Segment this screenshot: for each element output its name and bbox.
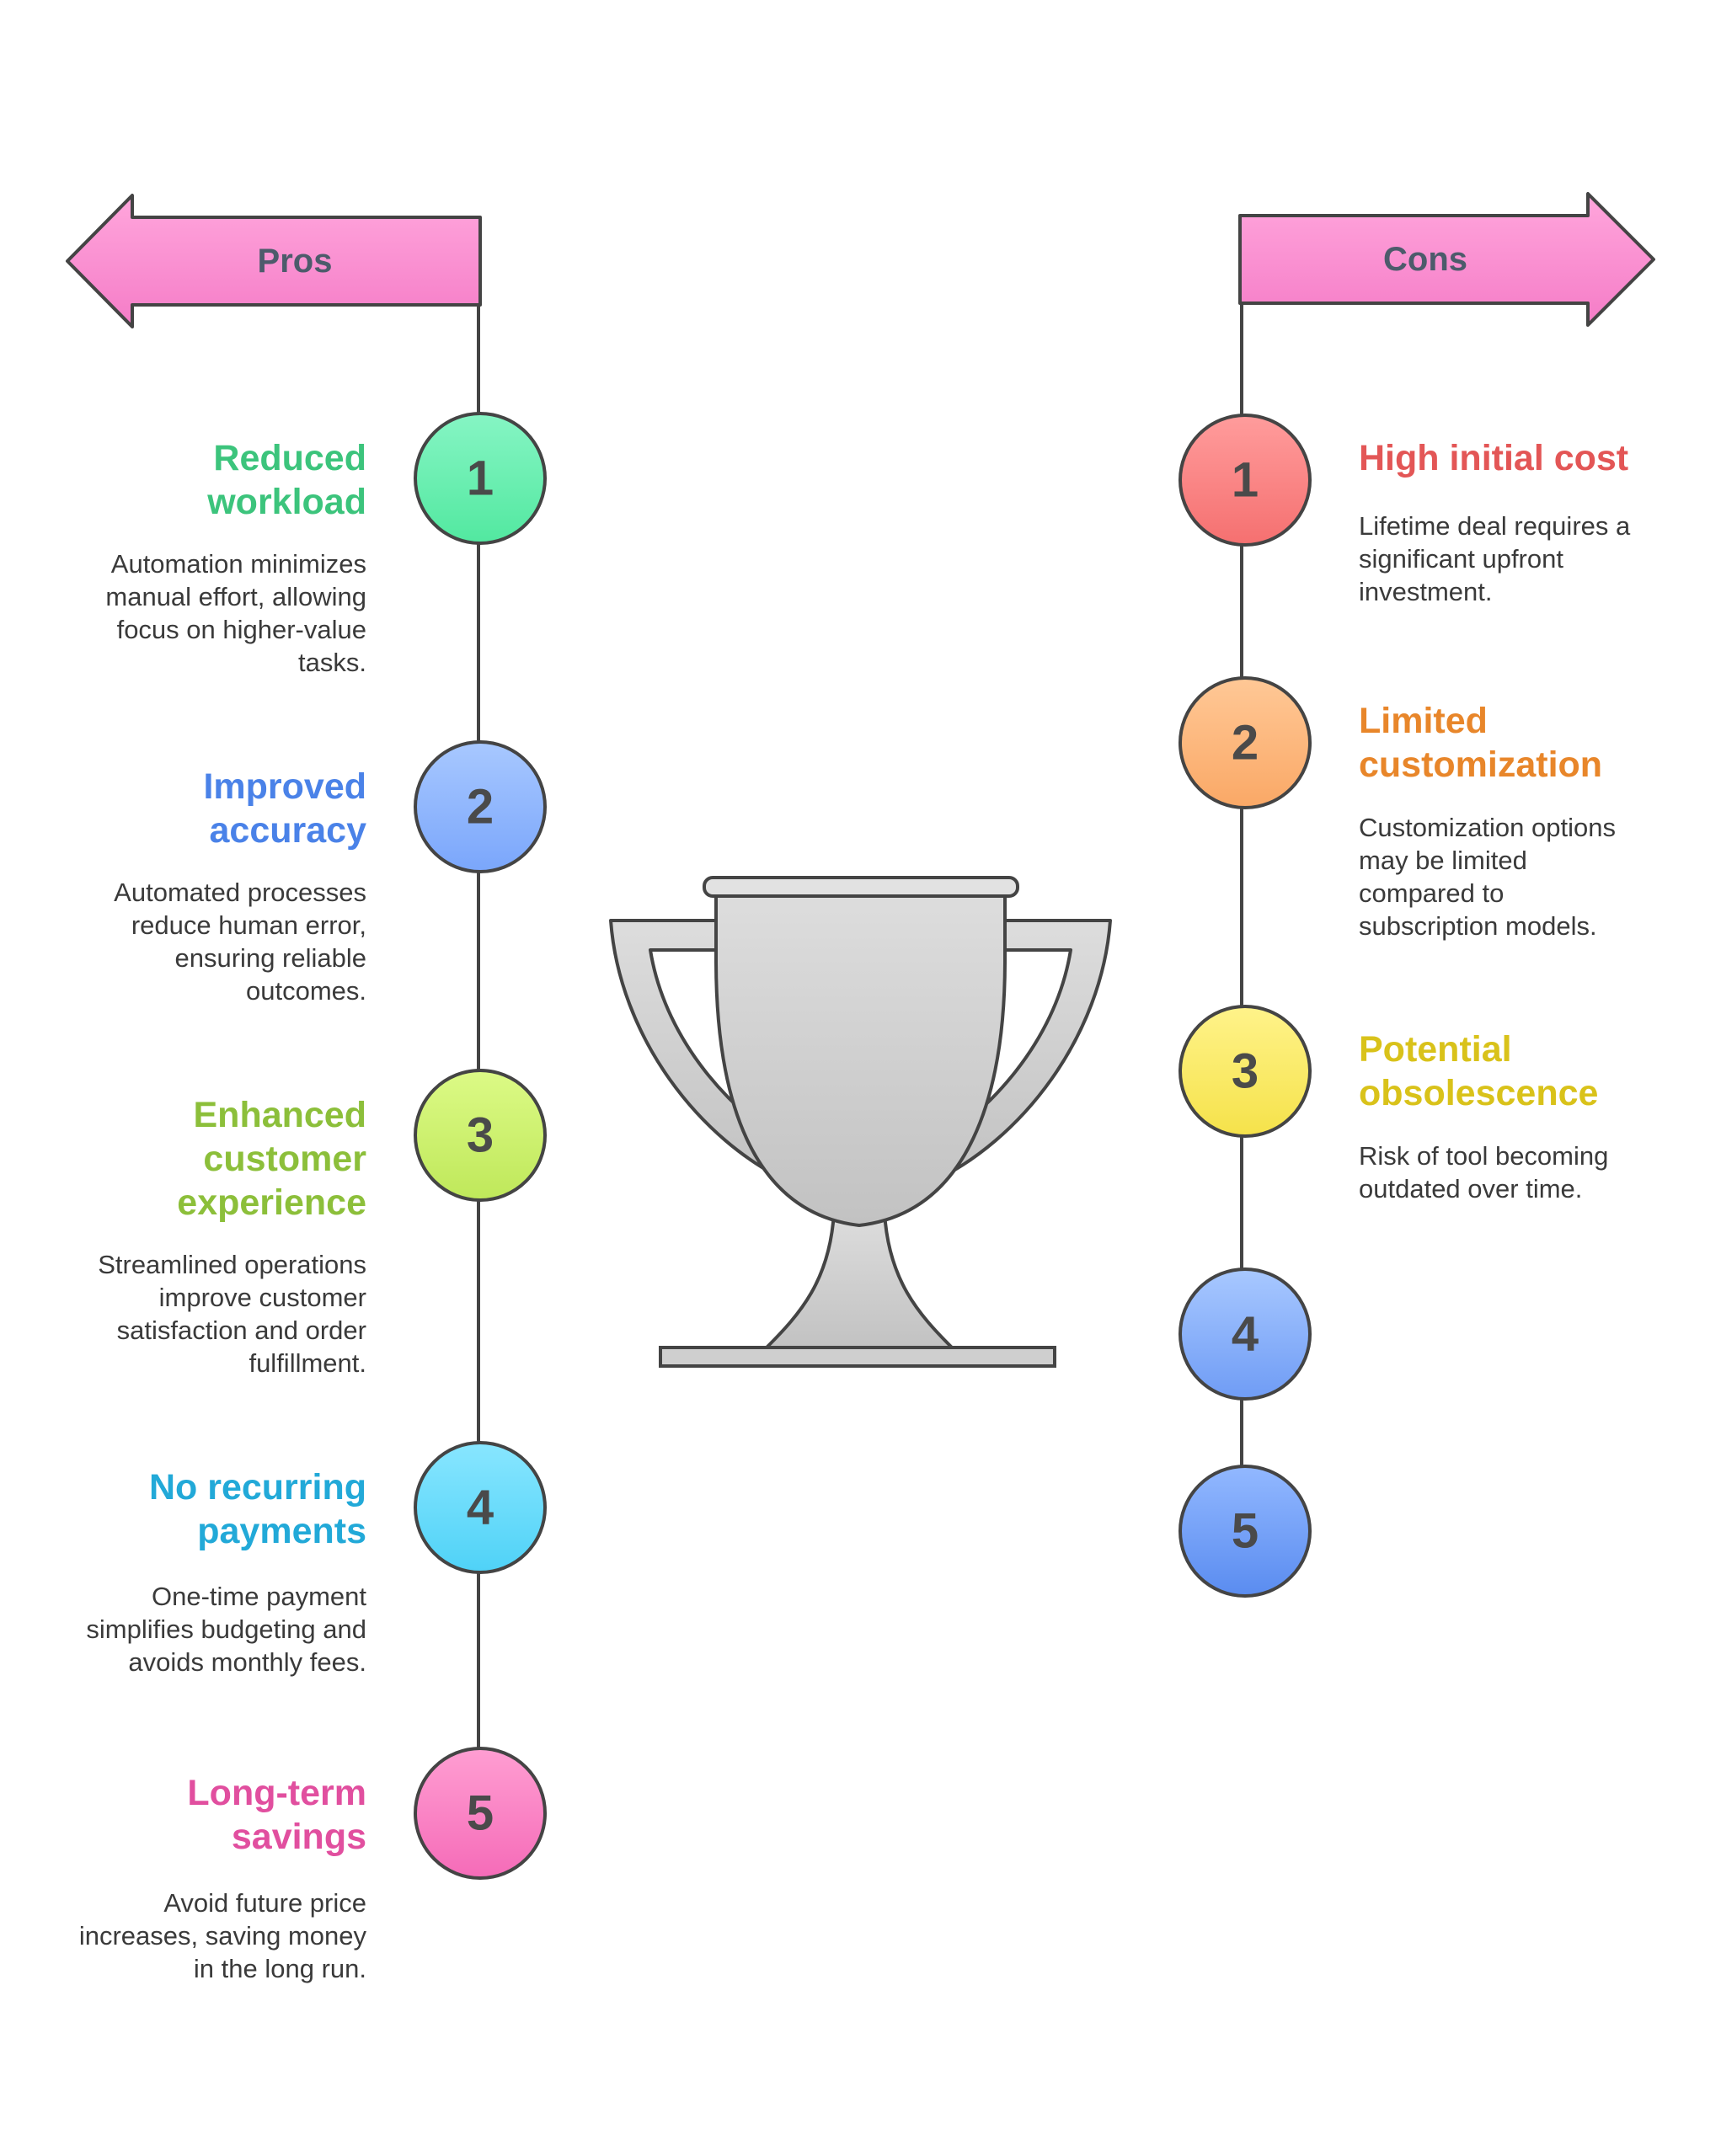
cons-step-5-circle [1179, 1465, 1312, 1598]
pros-step-4-circle [414, 1441, 547, 1574]
pros-step-5-description: Avoid future price increases, saving mon… [78, 1888, 366, 1983]
pros-step-4-number: 4 [467, 1481, 494, 1535]
cons-step-5-number: 5 [1232, 1504, 1259, 1559]
pros-header-arrow: Pros [66, 194, 482, 328]
pros-step-1-number: 1 [467, 451, 494, 506]
pros-step-3-title: Enhanced customer experience [177, 1095, 366, 1223]
trophy-base [659, 1346, 1056, 1368]
cons-step-4-marker: 4 [1179, 1267, 1312, 1401]
pros-step-3-marker: 3 [414, 1069, 547, 1202]
pros-step-3-circle [414, 1069, 547, 1202]
pros-step-5-title: Long-term savings [187, 1773, 366, 1857]
trophy-icon [609, 876, 1112, 1368]
cons-header-arrow: Cons [1238, 192, 1655, 327]
cons-step-4-number: 4 [1232, 1307, 1259, 1362]
cons-step-3-title: Potential obsolescence [1359, 1029, 1599, 1113]
pros-step-3-number: 3 [467, 1108, 494, 1163]
cons-step-2-description: Customization options may be limited com… [1359, 813, 1616, 941]
trophy-cup [714, 893, 1007, 1227]
cons-step-1-number: 1 [1232, 453, 1259, 508]
cons-step-1-title: High initial cost [1359, 438, 1629, 478]
right-arrow-icon [1238, 192, 1655, 327]
pros-step-5-marker: 5 [414, 1747, 547, 1880]
cons-step-2-circle [1179, 676, 1312, 809]
pros-step-5-circle [414, 1747, 547, 1880]
cons-step-2-number: 2 [1232, 716, 1259, 771]
trophy-rim [703, 876, 1019, 898]
pros-step-2-circle [414, 740, 547, 873]
cons-step-4-circle [1179, 1267, 1312, 1401]
cons-step-5-marker: 5 [1179, 1465, 1312, 1598]
cons-step-1-description: Lifetime deal requires a significant upf… [1359, 511, 1631, 606]
pros-step-2-title: Improved accuracy [203, 766, 366, 851]
pros-step-5-number: 5 [467, 1786, 494, 1841]
pros-step-1-title: Reduced workload [207, 438, 366, 522]
pros-step-2-marker: 2 [414, 740, 547, 873]
cons-step-1-circle [1179, 414, 1312, 547]
pros-step-4-title: No recurring payments [148, 1467, 366, 1551]
cons-header-label: Cons [1383, 241, 1467, 278]
cons-step-3-description: Risk of tool becoming outdated over time… [1359, 1141, 1609, 1203]
pros-step-2-number: 2 [467, 780, 494, 835]
left-arrow-icon [66, 194, 482, 328]
pros-step-3-description: Streamlined operations improve customer … [98, 1250, 366, 1378]
cons-step-2-title: Limited customization [1359, 701, 1603, 785]
cons-step-1-marker: 1 [1179, 414, 1312, 547]
pros-step-2-description: Automated processes reduce human error, … [114, 878, 366, 1006]
cons-step-3-number: 3 [1232, 1044, 1259, 1099]
pros-step-1-marker: 1 [414, 412, 547, 545]
pros-header-label: Pros [258, 243, 333, 280]
pros-step-4-marker: 4 [414, 1441, 547, 1574]
pros-step-4-description: One-time payment simplifies budgeting an… [86, 1582, 366, 1677]
trophy-stem [765, 1211, 954, 1349]
cons-step-3-circle [1179, 1005, 1312, 1138]
pros-step-1-circle [414, 412, 547, 545]
cons-step-3-marker: 3 [1179, 1005, 1312, 1138]
cons-step-2-marker: 2 [1179, 676, 1312, 809]
pros-step-1-description: Automation minimizes manual effort, allo… [105, 549, 366, 677]
